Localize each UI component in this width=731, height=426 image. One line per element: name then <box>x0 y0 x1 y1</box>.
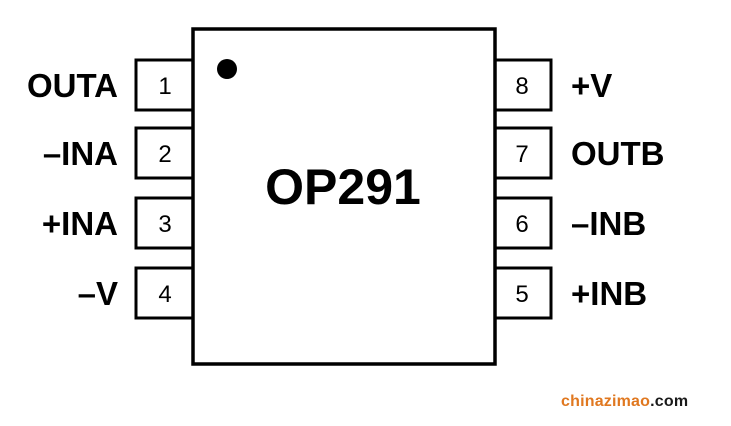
pin-box <box>134 196 195 250</box>
pin-label: +V <box>571 67 612 104</box>
watermark-suffix: .com <box>650 393 689 410</box>
left-pin-3: 3 +INA <box>42 196 195 250</box>
right-pin-1: 8 +V <box>493 58 612 112</box>
pin-label: OUTA <box>27 67 118 104</box>
right-pin-3: 6 –INB <box>493 196 646 250</box>
right-pin-4: 5 +INB <box>493 266 647 320</box>
watermark-brand: chinazimao <box>561 393 651 410</box>
chip-body <box>191 27 497 366</box>
pin-label: –V <box>78 275 118 312</box>
pin-label: +INB <box>571 275 647 312</box>
pin-box <box>493 58 553 112</box>
pin-label: –INB <box>571 205 646 242</box>
left-pin-2: 2 –INA <box>43 126 195 180</box>
left-pin-1: 1 OUTA <box>27 58 195 112</box>
pin-number: 5 <box>515 281 528 308</box>
part-number-label: OP291 <box>265 159 421 215</box>
right-pin-2: 7 OUTB <box>493 126 665 180</box>
pin-number: 2 <box>158 141 171 168</box>
pin-1-indicator-dot <box>217 59 237 79</box>
pin-number: 1 <box>158 73 171 100</box>
pin-label: +INA <box>42 205 118 242</box>
watermark: chinazimao.com <box>561 393 688 411</box>
pin-number: 8 <box>515 73 528 100</box>
left-pin-group: 1 OUTA 2 –INA 3 +INA 4 –V <box>27 58 195 320</box>
pin-number: 3 <box>158 211 171 238</box>
pin-label: –INA <box>43 135 118 172</box>
pin-box <box>134 58 195 112</box>
pin-number: 4 <box>158 281 171 308</box>
pin-box <box>493 196 553 250</box>
pin-number: 6 <box>515 211 528 238</box>
right-pin-group: 8 +V 7 OUTB 6 –INB 5 +INB <box>493 58 665 320</box>
pin-box <box>134 126 195 180</box>
pin-label: OUTB <box>571 135 665 172</box>
pin-number: 7 <box>515 141 528 168</box>
left-pin-4: 4 –V <box>78 266 195 320</box>
